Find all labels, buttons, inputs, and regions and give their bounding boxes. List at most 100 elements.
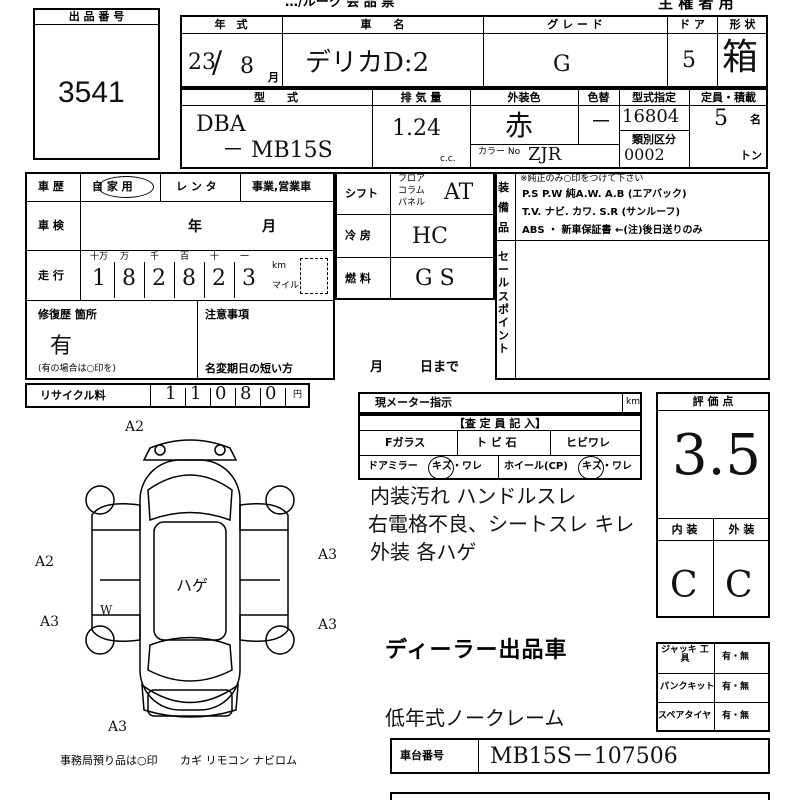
- divider: [717, 15, 718, 88]
- divider: [335, 214, 495, 215]
- model-spec-value: 16804: [622, 106, 680, 127]
- color-change-value: －: [590, 110, 613, 135]
- mileage-unit-4: 十: [210, 252, 220, 262]
- divider: [150, 383, 151, 408]
- recycle-divider: [260, 388, 261, 406]
- score-value: 3.5: [672, 423, 762, 488]
- mileage-divider: [174, 262, 175, 298]
- divider: [358, 455, 642, 456]
- equipment-block: [495, 172, 770, 380]
- mileage-label: 走 行: [38, 269, 64, 282]
- divider: [372, 88, 373, 169]
- car-name-label: 車 名: [360, 18, 405, 31]
- ac-label: 冷 房: [345, 229, 371, 242]
- equipment-line3: ABS ・ 新車保証書 ←(注)後日送りのみ: [522, 225, 703, 236]
- spare-options: 有・無: [722, 711, 750, 721]
- mileage-digit-0: 1: [92, 266, 106, 291]
- model-value: － MB15S: [222, 138, 333, 163]
- doors-label: ド ア: [679, 18, 705, 31]
- recycle-yen: 円: [293, 390, 303, 400]
- ext-color-label: 外装色: [507, 91, 541, 104]
- jack-options: 有・無: [722, 652, 750, 662]
- color-change-label: 色替: [587, 91, 610, 104]
- wheel-label: ホイール(CP): [504, 461, 568, 472]
- exterior-label: 外 装: [728, 523, 755, 536]
- year-value: 23: [188, 50, 216, 75]
- doors-value: 5: [682, 48, 696, 73]
- history-block: [25, 172, 335, 380]
- grade-label: グ レ ー ド: [547, 18, 603, 31]
- chassis-block: [390, 738, 770, 774]
- repair-note: (有の場合は○印を): [38, 364, 116, 374]
- comment-line1: 内装汚れ ハンドルスレ: [370, 484, 577, 508]
- divider: [714, 642, 715, 732]
- mirror-label: ドアミラー: [368, 461, 418, 472]
- displacement-value: 1.24: [392, 116, 441, 141]
- chassis-label: 車台番号: [400, 749, 444, 762]
- mileage-digit-5: 3: [242, 266, 256, 291]
- divider: [619, 130, 689, 131]
- divider: [515, 172, 516, 380]
- interior-label: 内 装: [671, 523, 698, 536]
- shift-panel: パネル: [398, 198, 426, 208]
- mileage-unit-0: 十万: [90, 252, 109, 262]
- capacity-value: 5: [714, 106, 728, 131]
- grade-value: G: [553, 52, 571, 77]
- meter-unit: km: [626, 397, 640, 407]
- model-spec-label: 型式指定: [632, 91, 676, 104]
- capacity-unit: 名: [750, 113, 761, 126]
- equipment-note: ※純正のみ○印をつけて下さい: [520, 174, 644, 184]
- score-label: 評 価 点: [692, 395, 734, 408]
- month-value: 8: [240, 54, 254, 79]
- bottom-box: [390, 792, 770, 800]
- repair-label: 修復歴 箇所: [38, 308, 97, 321]
- divider: [689, 88, 690, 169]
- capacity-label: 定員・積載: [701, 91, 756, 104]
- jack-label: ジャッキ 工具: [661, 645, 709, 664]
- divider: [390, 172, 391, 300]
- own-circle: [98, 176, 154, 198]
- wheel-scratch-circle: [578, 456, 604, 480]
- notes-label: 注意事項: [205, 308, 249, 321]
- divider: [33, 24, 160, 25]
- mirror-scratch-circle: [428, 456, 454, 480]
- mileage-digit-2: 2: [152, 266, 166, 291]
- shape-value: 箱: [722, 37, 759, 78]
- mark-right-upper: A3: [318, 547, 338, 563]
- mileage-unit-1: 万: [120, 252, 130, 262]
- mileage-digit-3: 8: [182, 266, 196, 291]
- year-label: 年 式: [214, 18, 248, 31]
- header-owner-copy: 主 権 者 用: [658, 0, 734, 12]
- inspection-month: 月: [262, 219, 276, 235]
- color-code-label: カラー No: [478, 147, 521, 157]
- comment-line2: 右電格不良、シートスレ キレ: [368, 512, 635, 536]
- recycle-digit-2: 0: [215, 383, 227, 404]
- mark-left: A2: [35, 554, 55, 570]
- divider: [180, 105, 768, 106]
- shape-label: 形 状: [729, 18, 756, 31]
- mileage-divider: [204, 262, 205, 298]
- name-change-label: 名変期日の短い方: [205, 362, 293, 375]
- shift-value: AT: [444, 180, 474, 205]
- equipment-line2: T.V. ナビ. カワ. S.R (サンルーフ): [522, 207, 681, 218]
- divider: [80, 172, 81, 300]
- km-unit: km: [272, 261, 286, 271]
- divider: [713, 518, 714, 618]
- equipment-line1: P.S P.W 純A.W. A.B (エアバック): [522, 189, 687, 200]
- repair-value: 有: [50, 334, 73, 359]
- mileage-unit-2: 千: [150, 252, 160, 262]
- lot-number: 3541: [58, 76, 125, 109]
- recycle-digit-1: 1: [190, 383, 202, 404]
- dealer-stamp: ディーラー出品車: [385, 638, 568, 663]
- divider: [622, 392, 623, 414]
- fuel-value: G S: [415, 266, 455, 291]
- shift-column: コラム: [398, 186, 425, 196]
- mark-roof: ハゲ: [176, 576, 209, 595]
- car-damage-diagram: [85, 439, 295, 718]
- puncture-options: 有・無: [722, 682, 750, 692]
- mark-front: A2: [125, 419, 145, 435]
- interior-value: C: [670, 565, 698, 606]
- footer-items: カギ リモコン ナビロム: [180, 754, 297, 767]
- recycle-divider: [185, 388, 186, 406]
- recycle-digit-3: 8: [240, 383, 252, 404]
